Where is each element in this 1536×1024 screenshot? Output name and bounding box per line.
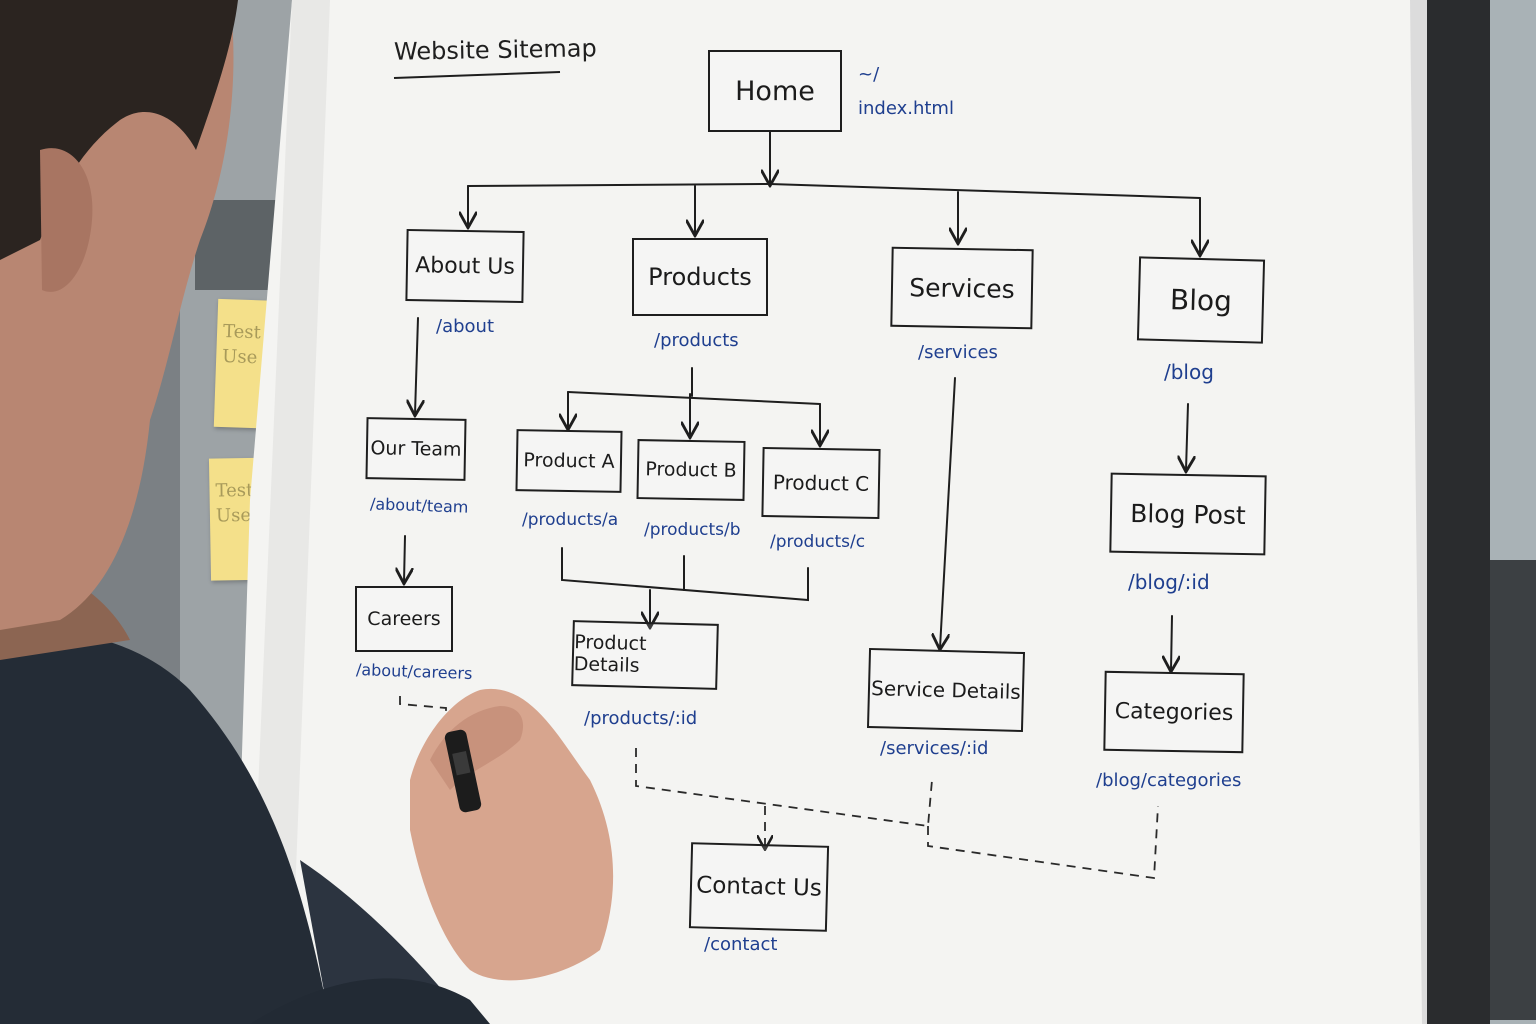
route-service-details: /services/:id xyxy=(880,738,989,759)
node-careers: Careers xyxy=(355,586,453,652)
route-products: /products xyxy=(654,330,739,351)
node-label: Products xyxy=(648,263,752,291)
route-product-b: /products/b xyxy=(644,520,741,540)
route-product-a: /products/a xyxy=(522,510,619,530)
node-label: Home xyxy=(735,75,815,107)
route-blog: /blog xyxy=(1164,360,1214,384)
route-home-root: ~/ xyxy=(858,64,880,85)
node-label: Careers xyxy=(367,608,441,630)
route-home-file: index.html xyxy=(858,98,954,119)
route-product-c: /products/c xyxy=(770,532,866,552)
route-blog-post: /blog/:id xyxy=(1128,570,1210,594)
route-contact: /contact xyxy=(704,934,778,955)
route-product-details: /products/:id xyxy=(584,708,698,729)
route-categories: /blog/categories xyxy=(1096,770,1242,791)
node-products: Products xyxy=(632,238,768,316)
route-about: /about xyxy=(436,316,494,337)
route-services: /services xyxy=(918,342,998,363)
node-home: Home xyxy=(708,50,842,132)
